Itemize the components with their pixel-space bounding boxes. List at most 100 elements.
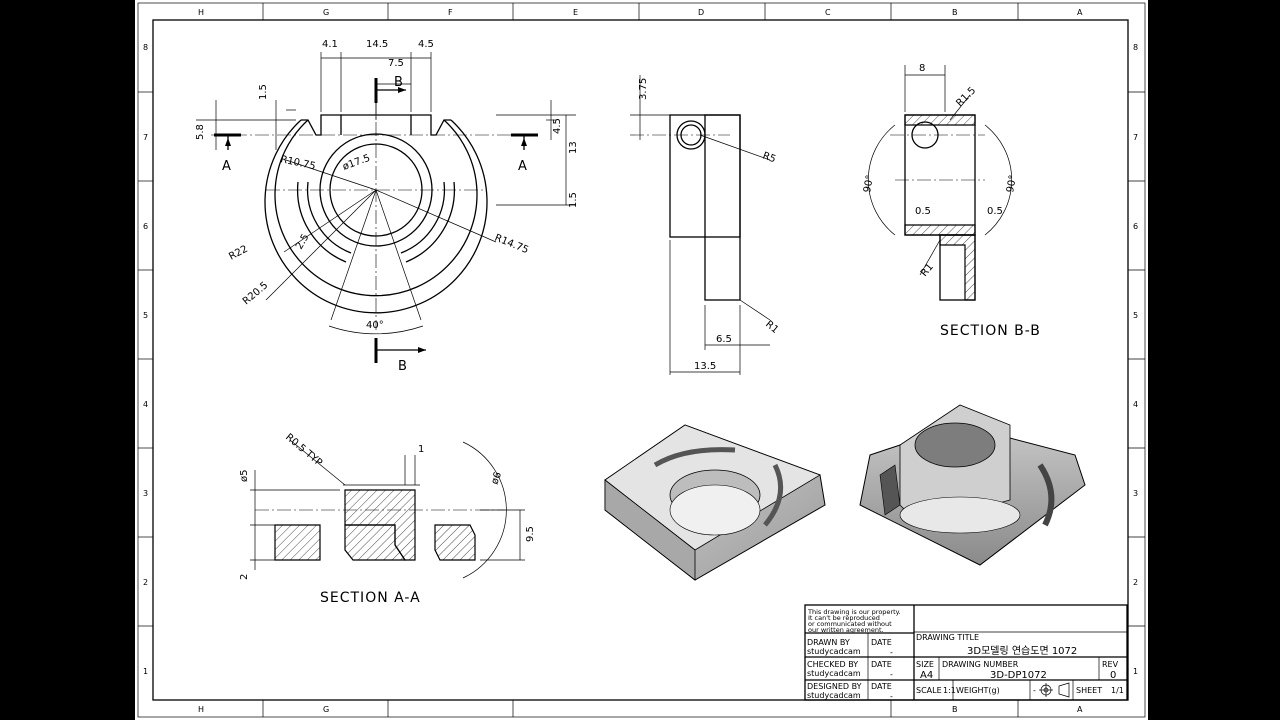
dim-text: 0.5 [987,206,1003,217]
size-value: A4 [920,670,933,681]
date-value: - [890,670,893,679]
dim-text: 5.8 [195,124,206,140]
inner-border [152,19,1129,701]
ownership-notice: our written agreement. [808,626,884,634]
dim-text: 3.75 [638,78,649,100]
zone-col-label: G [323,8,329,17]
cut-label-b-top: B [394,75,403,90]
ownership-notice: This drawing is our property. [807,608,901,616]
dim-text: R5 [761,150,777,165]
zone-row-label: 6 [143,222,148,231]
drawing-number-label: DRAWING NUMBER [942,660,1019,669]
ownership-notice: It can't be reproduced [808,614,880,622]
sheet-label: SHEET [1076,686,1102,695]
dim-text: 8 [919,63,925,74]
zone-col-label: A [1077,8,1083,17]
dim-text: 2 [239,574,250,580]
dim-text: 1.5 [568,192,579,208]
zone-col-label: B [952,705,958,714]
size-label: SIZE [916,660,934,669]
title-block: This drawing is our property. It can't b… [804,604,1128,701]
date-label: DATE [871,638,892,647]
checked-by-label: CHECKED BY [807,660,858,669]
zone-col-label: D [698,8,704,17]
dim-text: R22 [227,244,250,263]
date-value: - [890,648,893,657]
cut-label-a-left: A [222,159,231,174]
isometric-view-2 [859,404,1086,566]
dim-text: 13.5 [694,361,716,372]
zone-row-label: 5 [1133,311,1138,320]
designed-by-label: DESIGNED BY [807,682,862,691]
dim-text: R20.5 [241,280,270,307]
ownership-notice: or communicated without [808,620,892,628]
zone-row-label: 1 [143,667,148,676]
dim-text: 4.5 [418,39,434,50]
zone-col-label: H [198,8,204,17]
dim-text: 7.5 [388,58,404,69]
zone-row-label: 8 [143,43,148,52]
drawing-title: 3D모델링 연습도면 1072 [967,645,1077,657]
section-aa: R0.5 TYP 1 ø5 ø6 9.5 2 SECTION A-A [239,432,536,606]
rev-value: 0 [1110,670,1116,681]
weight-label: WEIGHT(g) [956,686,1000,695]
zone-ticks [138,3,1145,717]
dim-text: 0.5 [915,206,931,217]
date-label: DATE [871,682,892,691]
zone-row-label: 4 [143,400,148,409]
dim-text: 4.5 [552,118,563,134]
date-value: - [890,692,893,701]
zone-col-label: A [1077,705,1083,714]
zone-row-label: 3 [143,489,148,498]
dim-text: R1 [919,262,936,279]
zone-labels-right: 8 7 6 5 4 3 2 1 [1133,43,1138,676]
cut-label-b-bottom: B [398,359,407,374]
zone-row-label: 7 [1133,133,1138,142]
date-label: DATE [871,660,892,669]
zone-col-label: E [573,8,578,17]
zone-row-label: 3 [1133,489,1138,498]
zone-col-label: C [825,8,831,17]
dim-text: 1.5 [258,84,269,100]
zone-col-label: B [952,8,958,17]
drawing-title-label: DRAWING TITLE [916,633,979,642]
drawing-number: 3D-DP1072 [990,670,1047,681]
cut-label-a-right: A [518,159,527,174]
isometric-view-1 [604,424,826,581]
dim-text: R0.5 TYP [283,432,324,469]
drawn-by-label: DRAWN BY [807,638,850,647]
zone-row-label: 7 [143,133,148,142]
dim-text: 1 [418,444,424,455]
zone-labels-left: 8 7 6 5 4 3 2 1 [143,43,148,676]
side-view: 3.75 R5 R1 6.5 13.5 [630,75,780,375]
dim-text: 4.1 [322,39,338,50]
dim-text: 6.5 [716,334,732,345]
zone-col-label: H [198,705,204,714]
scale-value: 1:1 [943,686,956,695]
dim-text: 40° [366,320,384,331]
drawing-sheet: H G F E D C B A H G B A 8 7 6 5 4 3 2 1 … [135,0,1148,720]
zone-row-label: 6 [1133,222,1138,231]
technical-drawing: H G F E D C B A H G B A 8 7 6 5 4 3 2 1 … [137,2,1146,718]
zone-row-label: 1 [1133,667,1138,676]
dim-text: R1 [763,319,780,336]
dim-text: 9.5 [525,526,536,542]
top-view: 4.1 14.5 4.5 7.5 1.5 5.8 4.5 13 1.5 R10.… [195,39,579,374]
scale-label: SCALE [916,686,942,695]
zone-row-label: 5 [143,311,148,320]
weight-value: - [1033,686,1036,695]
zone-labels-top: H G F E D C B A [198,8,1083,17]
dim-text: R1.5 [954,85,978,109]
zone-labels-bottom: H G B A [198,705,1083,714]
drawn-by: studycadcam [807,647,861,656]
dim-text: 90° [1005,174,1019,193]
outer-frame [137,2,1146,718]
zone-row-label: 8 [1133,43,1138,52]
section-aa-title: SECTION A-A [320,590,421,606]
checked-by: studycadcam [807,669,861,678]
section-bb-title: SECTION B-B [940,323,1041,339]
dim-text: 90° [862,174,876,193]
dim-text: 13 [568,141,579,154]
dim-text: ø5 [239,470,250,482]
zone-col-label: F [448,8,453,17]
